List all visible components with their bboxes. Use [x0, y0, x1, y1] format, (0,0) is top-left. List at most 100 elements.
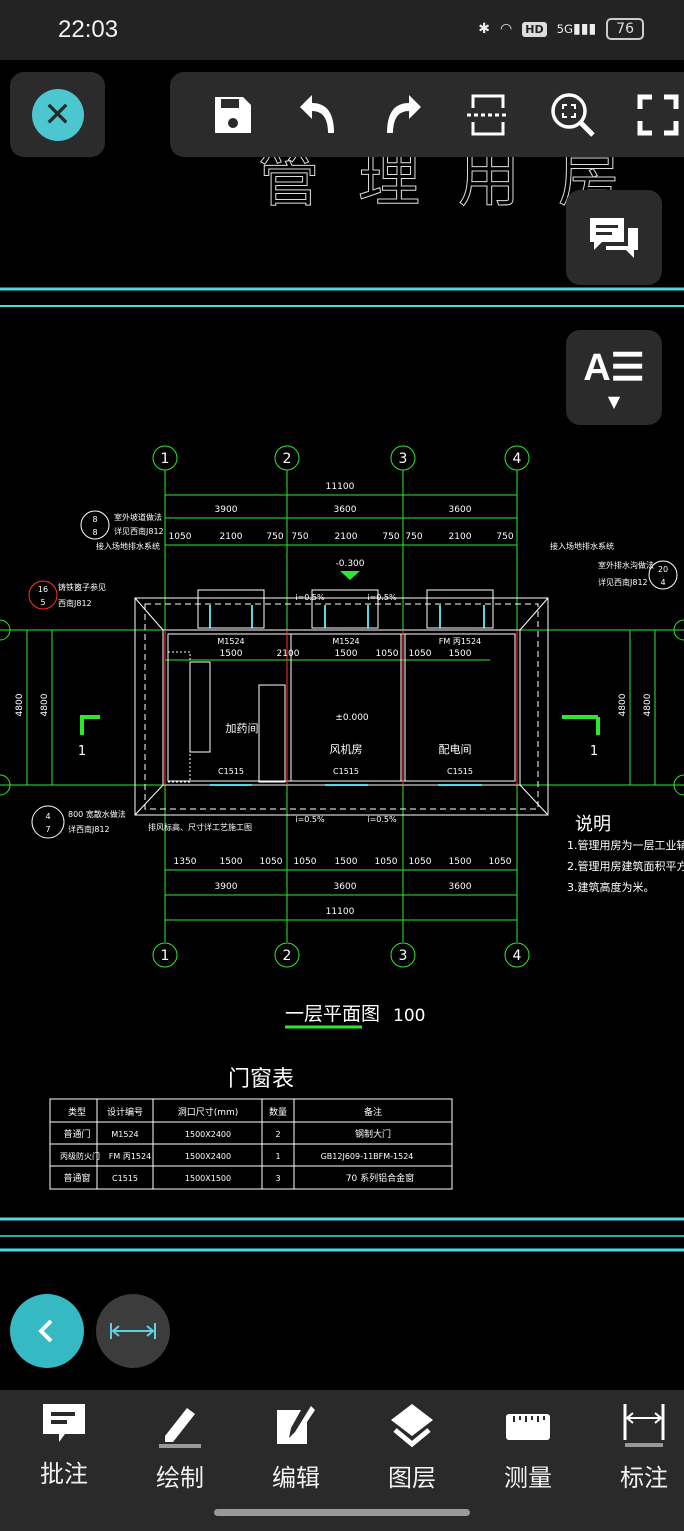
dim-text: 1050: [169, 532, 192, 542]
callout-num: 8: [92, 528, 97, 537]
bluetooth-icon: ✱: [478, 21, 491, 37]
nav-dimension[interactable]: 标注: [599, 1402, 684, 1493]
comments-button[interactable]: [566, 190, 662, 285]
axis-label: 1: [161, 451, 170, 467]
callout-num: 20: [658, 565, 668, 574]
dim-text: 3600: [449, 882, 472, 892]
table-cell: M1524: [111, 1130, 138, 1139]
table-header: 洞口尺寸(mm): [178, 1106, 239, 1118]
zoom-extent-button[interactable]: [530, 85, 615, 145]
nav-measure[interactable]: 测量: [483, 1402, 573, 1493]
fullscreen-icon: [637, 94, 678, 135]
callout-text: 800 宽散水做法: [68, 809, 126, 819]
dim-text: 1050: [260, 857, 283, 867]
cad-canvas[interactable]: 管理用房 1 2 3 4 1 2 3: [0, 60, 684, 1390]
window-label: C1515: [333, 767, 359, 776]
nav-draw[interactable]: 绘制: [135, 1402, 225, 1493]
section-mark: 1: [590, 744, 598, 759]
note-item: 3.建筑高度为米。: [567, 880, 655, 894]
dim-text: 4800: [618, 693, 628, 716]
zoom-extent-icon: [550, 92, 595, 137]
callout-num: 8: [92, 515, 97, 524]
callout-text: 铸铁篦子参见: [58, 582, 106, 592]
dim-text: 1050: [409, 649, 432, 659]
callout-text: 室外排水沟做法: [598, 560, 654, 570]
dim-text: 1050: [375, 857, 398, 867]
dim-text: 1500: [449, 649, 472, 659]
dim-text: 3600: [334, 882, 357, 892]
dimension-tool-button[interactable]: [96, 1294, 170, 1368]
axis-label: 4: [513, 948, 522, 964]
schedule-title: 门窗表: [228, 1067, 294, 1092]
callout-text: 详西南J812: [68, 824, 110, 834]
dim-text: 3900: [215, 505, 238, 515]
table-cell: 普通窗: [63, 1172, 90, 1184]
table-cell: 钢制大门: [355, 1128, 391, 1140]
notes-heading: 说明: [575, 814, 611, 835]
nav-annotate[interactable]: 批注: [19, 1402, 109, 1489]
table-header: 类型: [68, 1106, 86, 1118]
callout-text: 详见西南J812: [114, 526, 164, 536]
undo-icon: [299, 94, 334, 133]
callout-num: 5: [40, 598, 45, 607]
undo-button[interactable]: [275, 85, 360, 145]
room-label: 配电间: [439, 743, 472, 756]
table-cell: 70 系列铝合金窗: [346, 1172, 414, 1184]
redo-button[interactable]: [360, 85, 445, 145]
callout-text: 室外坡道做法: [114, 512, 162, 522]
dim-text: 750: [496, 532, 513, 542]
table-cell: 3: [275, 1174, 280, 1183]
nav-label: 批注: [40, 1460, 88, 1488]
axis-label: 3: [399, 451, 408, 467]
table-cell: FM 丙1524: [109, 1152, 151, 1161]
dim-text: 750: [382, 532, 399, 542]
dim-text: 3900: [215, 882, 238, 892]
axis-label: 1: [161, 948, 170, 964]
nav-label: 测量: [504, 1464, 552, 1492]
table-cell: 1500X2400: [185, 1130, 231, 1139]
dim-text: 1500: [335, 857, 358, 867]
slope-text: i=0.5%: [295, 593, 325, 602]
dim-text: 4800: [643, 693, 653, 716]
text-style-icon: A☰: [583, 346, 645, 389]
dim-text: 1500: [335, 649, 358, 659]
door-window-schedule: [49, 1098, 453, 1190]
text-style-button[interactable]: A☰ ▼: [566, 330, 662, 425]
nav-edit[interactable]: 编辑: [251, 1402, 341, 1493]
table-cell: 丙级防火门: [60, 1151, 100, 1161]
network-type: 5G: [556, 22, 574, 36]
table-cell: 1500X2400: [185, 1152, 231, 1161]
callout-text: 详见西南J812: [598, 577, 648, 587]
nav-layers[interactable]: 图层: [367, 1402, 457, 1493]
callout-num: 16: [38, 585, 48, 594]
fullscreen-button[interactable]: [615, 85, 684, 145]
plan-title: 一层平面图: [285, 1003, 380, 1025]
axis-label: 4: [513, 451, 522, 467]
dim-text: 11100: [326, 907, 355, 917]
note-item: 2.管理用房建筑面积平方: [567, 859, 684, 873]
save-button[interactable]: [190, 85, 275, 145]
window-label: C1515: [447, 767, 473, 776]
dim-text: 2100: [220, 532, 243, 542]
battery-icon: 76: [606, 18, 644, 40]
back-button[interactable]: [10, 1294, 84, 1368]
table-header: 设计编号: [107, 1106, 143, 1118]
close-button[interactable]: ✕: [10, 72, 105, 157]
door-label: M1524: [217, 637, 244, 646]
nav-label: 编辑: [272, 1464, 320, 1492]
callout-num: 4: [45, 812, 50, 821]
dimension-arrow-icon: [110, 1323, 156, 1339]
section-icon: [466, 94, 509, 135]
callout-num: 7: [45, 825, 50, 834]
section-button[interactable]: [445, 85, 530, 145]
table-cell: GB12J609-11BFM-1524: [321, 1152, 414, 1161]
dim-text: 2100: [449, 532, 472, 542]
level-text: ±0.000: [335, 713, 369, 723]
level-text: -0.300: [335, 559, 364, 569]
nav-label: 绘制: [156, 1464, 204, 1492]
home-indicator[interactable]: [214, 1509, 470, 1516]
table-cell: 普通门: [63, 1128, 90, 1140]
table-header: 备注: [364, 1106, 382, 1118]
nav-label: 图层: [388, 1464, 436, 1492]
status-bar: 22:03 ✱ ◠ HD 5G▮▮▮ 76: [0, 0, 684, 60]
